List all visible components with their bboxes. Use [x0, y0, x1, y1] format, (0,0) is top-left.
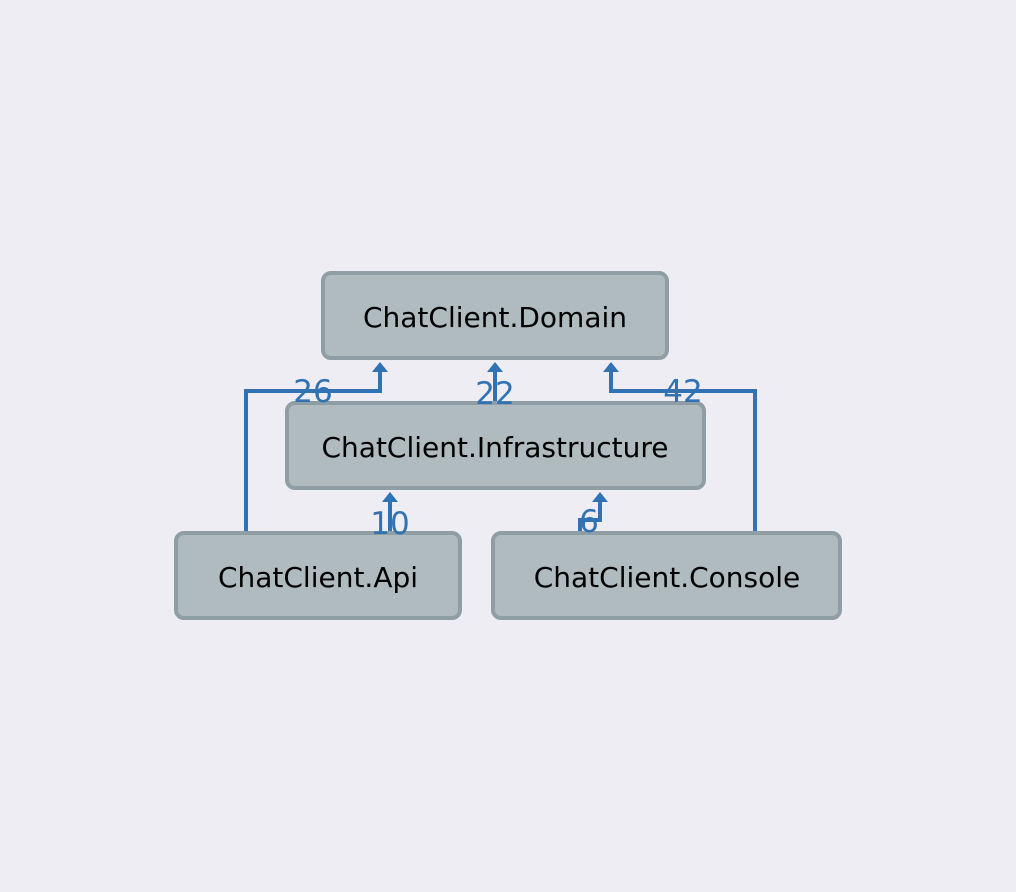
node-infrastructure-box	[285, 401, 706, 490]
edge-api-to-domain: 26	[244, 362, 388, 531]
edge-api-to-infrastructure: 10	[370, 492, 410, 542]
edge-console-to-domain: 42	[603, 362, 757, 531]
node-domain-box	[321, 271, 669, 360]
node-infrastructure-label: ChatClient.Infrastructure	[322, 431, 669, 464]
edge-console-to-infrastructure: 6	[578, 492, 608, 540]
node-api-label: ChatClient.Api	[218, 561, 418, 594]
edge-api-to-infrastructure-arrowhead	[382, 492, 398, 502]
edge-console-to-domain-count: 42	[663, 374, 702, 410]
edge-api-to-domain-arrowhead	[372, 362, 388, 372]
edge-api-to-infrastructure-count: 10	[370, 506, 409, 542]
node-domain-label: ChatClient.Domain	[363, 301, 627, 334]
node-console-box	[491, 531, 842, 620]
node-console-label: ChatClient.Console	[534, 561, 801, 594]
node-domain[interactable]: ChatClient.Domain	[321, 271, 669, 360]
edge-console-to-domain-line	[609, 371, 757, 531]
node-api-box	[174, 531, 462, 620]
edge-console-to-infrastructure-line	[578, 501, 602, 531]
edge-api-to-domain-line	[244, 371, 382, 531]
edge-infrastructure-to-domain: 22	[475, 362, 515, 412]
edge-infrastructure-to-domain-arrowhead	[487, 362, 503, 372]
node-api[interactable]: ChatClient.Api	[174, 531, 462, 620]
edge-console-to-domain-arrowhead	[603, 362, 619, 372]
edge-console-to-infrastructure-count: 6	[579, 504, 599, 540]
edge-infrastructure-to-domain-count: 22	[475, 376, 514, 412]
edge-console-to-infrastructure-arrowhead	[592, 492, 608, 502]
node-console[interactable]: ChatClient.Console	[491, 531, 842, 620]
node-infrastructure[interactable]: ChatClient.Infrastructure	[285, 401, 706, 490]
edge-api-to-domain-count: 26	[293, 374, 332, 410]
